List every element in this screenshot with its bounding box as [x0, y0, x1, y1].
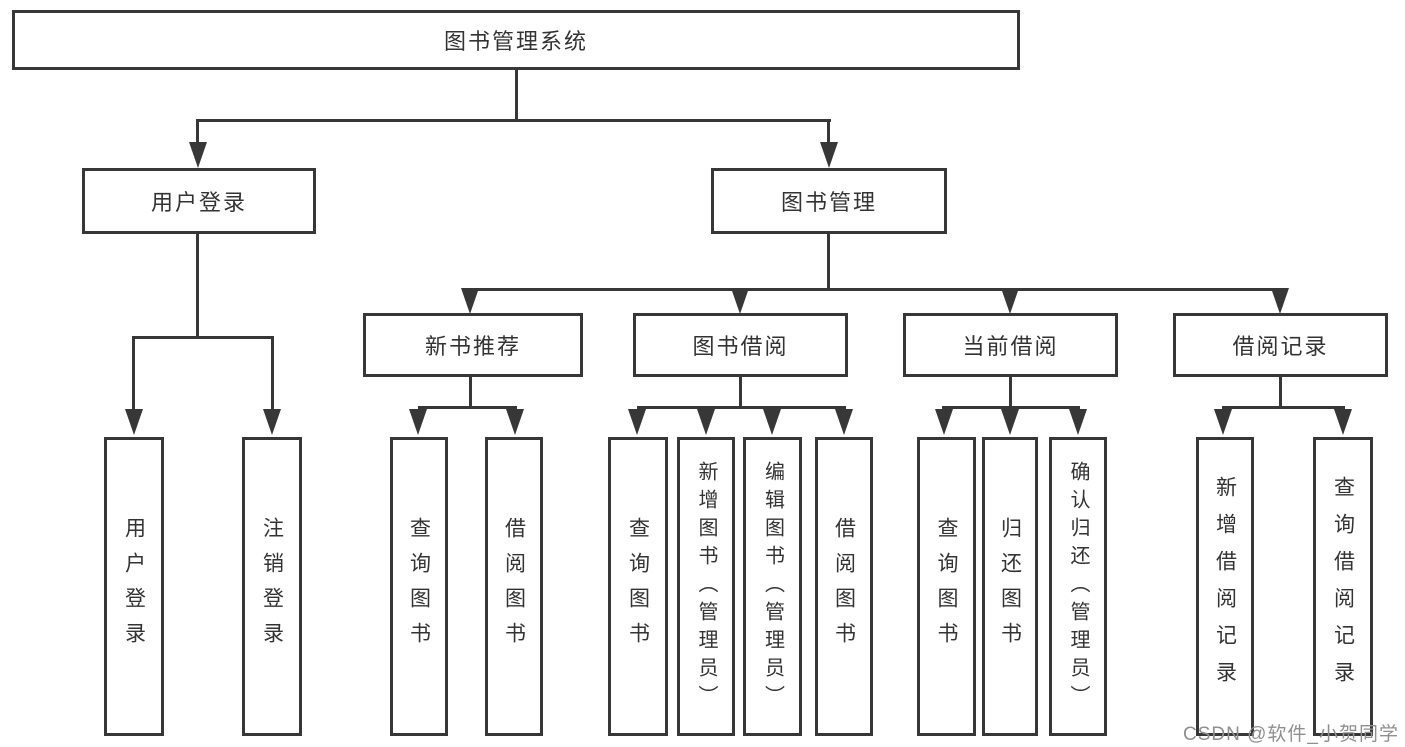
node-current-borrow: 当前借阅	[903, 313, 1118, 377]
leaf-return-books-label: 归还图书	[998, 516, 1022, 657]
arrow-down-icon	[1069, 409, 1087, 435]
connector-root-drop-left	[196, 119, 199, 147]
leaf-user-login: 用户登录	[104, 437, 164, 736]
leaf-add-books-admin-label: 新增图书（管理员）	[695, 460, 717, 713]
leaf-confirm-return-admin: 确认归还（管理员）	[1049, 437, 1107, 736]
connector-cb-rail	[942, 406, 1080, 409]
arrow-down-icon	[461, 288, 479, 314]
leaf-logout: 注销登录	[242, 437, 302, 736]
node-root-label: 图书管理系统	[443, 29, 588, 54]
node-user-login: 用户登录	[82, 168, 316, 234]
node-book-borrow: 图书借阅	[633, 313, 848, 377]
leaf-user-login-label: 用户登录	[122, 516, 146, 657]
arrow-down-icon	[1214, 409, 1232, 435]
node-book-management-label: 图书管理	[780, 190, 877, 215]
arrow-down-icon	[820, 142, 838, 168]
leaf-query-books-borrow-label: 查询图书	[626, 516, 650, 657]
connector-userlogin-stem	[196, 234, 199, 338]
connector-bb-stem	[739, 377, 742, 409]
connector-root-drop-right	[827, 119, 830, 147]
leaf-query-books-current: 查询图书	[917, 437, 976, 736]
leaf-return-books: 归还图书	[982, 437, 1038, 736]
arrow-down-icon	[1001, 409, 1019, 435]
arrow-down-icon	[763, 409, 781, 435]
leaf-logout-label: 注销登录	[260, 516, 284, 657]
node-root: 图书管理系统	[12, 10, 1020, 70]
leaf-query-borrow-record-label: 查询借阅记录	[1331, 475, 1355, 698]
leaf-query-books-recommend: 查询图书	[390, 437, 448, 736]
leaf-edit-books-admin-label: 编辑图书（管理员）	[761, 460, 784, 713]
connector-bookmgmt-stem	[827, 234, 830, 291]
arrow-down-icon	[189, 142, 207, 168]
leaf-add-books-admin: 新增图书（管理员）	[677, 437, 735, 736]
csdn-watermark: CSDN @软件_小贺同学	[1183, 724, 1399, 745]
node-book-borrow-label: 图书借阅	[692, 334, 789, 359]
connector-root-stem	[515, 70, 518, 119]
node-book-management: 图书管理	[711, 168, 947, 234]
leaf-query-borrow-record: 查询借阅记录	[1313, 437, 1373, 736]
node-user-login-label: 用户登录	[150, 190, 247, 215]
leaf-borrow-books: 借阅图书	[815, 437, 873, 736]
leaf-borrow-books-label: 借阅图书	[832, 516, 856, 657]
connector-cb-stem	[1009, 377, 1012, 409]
leaf-add-borrow-record-label: 新增借阅记录	[1213, 475, 1237, 698]
leaf-add-borrow-record: 新增借阅记录	[1196, 437, 1254, 736]
arrow-down-icon	[1334, 409, 1352, 435]
arrow-down-icon	[731, 288, 749, 314]
connector-userlogin-rail	[133, 336, 274, 339]
connector-bookmgmt-rail	[470, 288, 1282, 291]
leaf-query-books-borrow: 查询图书	[608, 437, 668, 736]
leaf-borrow-books-recommend-label: 借阅图书	[502, 516, 526, 657]
connector-root-rail	[197, 119, 831, 122]
node-current-borrow-label: 当前借阅	[962, 334, 1059, 359]
node-new-book-recommend-label: 新书推荐	[424, 334, 521, 359]
arrow-down-icon	[263, 409, 281, 435]
arrow-down-icon	[697, 409, 715, 435]
leaf-borrow-books-recommend: 借阅图书	[485, 437, 543, 736]
arrow-down-icon	[1271, 288, 1289, 314]
node-borrow-records: 借阅记录	[1173, 313, 1388, 377]
leaf-edit-books-admin: 编辑图书（管理员）	[743, 437, 802, 736]
arrow-down-icon	[506, 409, 524, 435]
arrow-down-icon	[835, 409, 853, 435]
connector-bb-rail	[637, 406, 846, 409]
leaf-query-books-recommend-label: 查询图书	[407, 516, 431, 657]
connector-nbr-rail	[418, 406, 517, 409]
connector-br-stem	[1279, 377, 1282, 409]
node-new-book-recommend: 新书推荐	[363, 313, 583, 377]
arrow-down-icon	[628, 409, 646, 435]
arrow-down-icon	[935, 409, 953, 435]
connector-nbr-stem	[469, 377, 472, 409]
connector-userlogin-drop-2	[271, 336, 274, 412]
arrow-down-icon	[125, 409, 143, 435]
node-borrow-records-label: 借阅记录	[1232, 334, 1329, 359]
arrow-down-icon	[409, 409, 427, 435]
leaf-confirm-return-admin-label: 确认归还（管理员）	[1067, 460, 1089, 713]
leaf-query-books-current-label: 查询图书	[935, 516, 958, 657]
arrow-down-icon	[1001, 288, 1019, 314]
connector-br-rail	[1222, 406, 1345, 409]
connector-userlogin-drop-1	[132, 336, 135, 412]
